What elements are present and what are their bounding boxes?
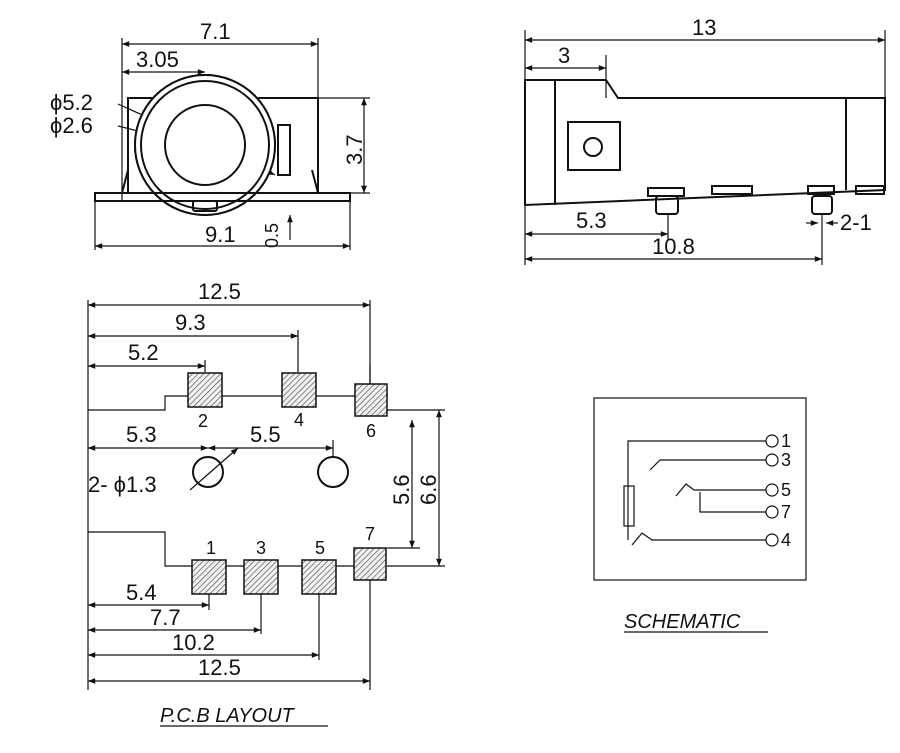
dim-0-5: 0.5	[262, 223, 282, 248]
dim-3-7: 3.7	[342, 134, 367, 165]
dim-9-3: 9.3	[175, 310, 206, 335]
dim-12-5-top: 12.5	[198, 279, 241, 304]
pin-label-7: 7	[365, 524, 375, 544]
schematic-frame	[593, 397, 807, 581]
dim-2-1: 2-1	[840, 210, 872, 235]
pin-label-2: 2	[198, 411, 208, 431]
pin-label-6: 6	[366, 421, 376, 441]
schematic-pin-7: 7	[781, 502, 791, 522]
pin-label-4: 4	[294, 410, 304, 430]
pad-1	[191, 559, 227, 595]
dim-7-7: 7.7	[150, 605, 181, 630]
pcb-layout-caption: P.C.B LAYOUT	[160, 705, 296, 727]
dim-6-6: 6.6	[416, 474, 441, 505]
dim-10-2: 10.2	[172, 630, 215, 655]
pad-5	[301, 559, 337, 595]
dim-5-3-side: 5.3	[576, 208, 607, 233]
dim-5-3-pcb: 5.3	[126, 422, 157, 447]
dim-3: 3	[558, 43, 570, 68]
dim-5-6: 5.6	[389, 474, 414, 505]
sleeve-contact	[623, 485, 635, 527]
dim-7-1: 7.1	[200, 19, 231, 44]
schematic-pin-4: 4	[781, 530, 791, 550]
pin-label-1: 1	[206, 538, 216, 558]
schematic: 1 3 5 7 4 SCHEMATIC	[593, 397, 807, 633]
dim-dia-5-2: ϕ5.2	[50, 90, 93, 115]
front-view: 7.1 3.05 ϕ5.2 ϕ2.6 3.7 9.1 0.5	[50, 19, 370, 250]
dim-13: 13	[692, 15, 716, 40]
schematic-pin-1: 1	[781, 431, 791, 451]
schematic-pin-3: 3	[781, 450, 791, 470]
mount-hole-right	[317, 456, 349, 488]
pad-6	[354, 383, 388, 417]
schematic-caption: SCHEMATIC	[624, 611, 741, 633]
pin-label-5: 5	[315, 538, 325, 558]
dim-12-5-bottom: 12.5	[198, 655, 241, 680]
side-view: 13 3 5.3 10.8 2-1	[524, 15, 886, 265]
dim-3-05: 3.05	[136, 47, 179, 72]
pcb-layout: 12.5 9.3 5.2 2 4 6 5.3 5.5 2- ϕ1.3 5.6 6…	[87, 279, 445, 727]
pad-7	[353, 547, 387, 581]
dim-10-8: 10.8	[652, 234, 695, 259]
dim-5-4: 5.4	[126, 580, 157, 605]
dim-5-2: 5.2	[128, 340, 159, 365]
pad-4	[281, 372, 317, 408]
pad-3	[243, 559, 279, 595]
dim-9-1: 9.1	[205, 222, 236, 247]
dim-5-5: 5.5	[250, 422, 281, 447]
dim-dia-2-6: ϕ2.6	[50, 113, 93, 138]
hole-label: 2- ϕ1.3	[88, 472, 157, 497]
pad-2	[187, 372, 223, 408]
schematic-pin-5: 5	[781, 480, 791, 500]
mount-hole-left	[192, 456, 224, 488]
pin-label-3: 3	[256, 538, 266, 558]
